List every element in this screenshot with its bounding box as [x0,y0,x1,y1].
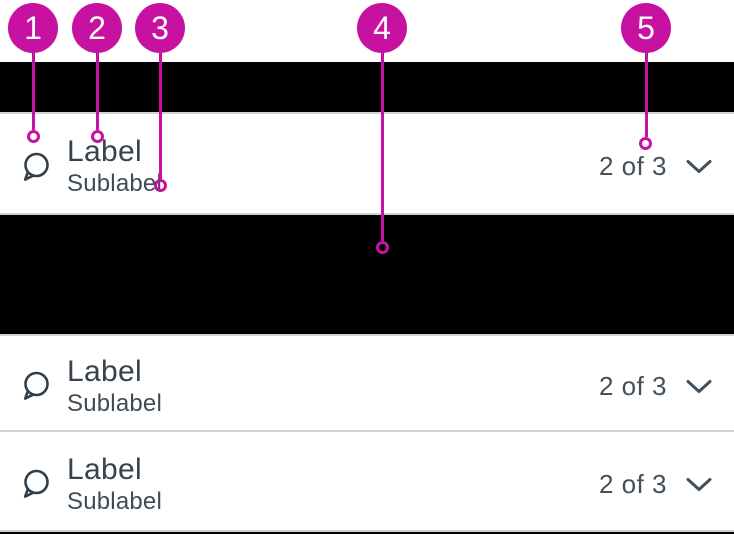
callout-1-marker [26,129,40,143]
chevron-down-icon[interactable] [686,477,712,492]
divider-line [0,334,734,336]
divider-line [0,530,734,532]
list-item-sublabel: Sublabel [67,487,163,515]
callout-2-badge: 2 [72,3,122,53]
callout-3-marker [153,178,167,192]
list-item-row[interactable]: Label Sublabel 2 of 3 [0,114,734,213]
callout-3-badge: 3 [135,3,185,53]
list-item-text: Label Sublabel [67,137,599,196]
divider-line [0,213,734,215]
pagination-count[interactable]: 2 of 3 [598,468,667,499]
expanded-content-placeholder [0,215,734,334]
list-item-label: Label [67,452,142,486]
list-item-text: Label Sublabel [67,354,599,417]
callout-1-badge: 1 [8,3,58,53]
placeholder-band-top [0,62,734,112]
callout-3-leader-line [158,53,162,179]
callout-4-marker [375,240,389,254]
callout-4-leader-line [380,53,384,241]
divider-line [0,430,734,432]
chat-bubble-icon [23,469,49,498]
callout-2-leader-line [95,53,99,130]
pagination-count[interactable]: 2 of 3 [598,151,667,181]
callout-2-marker [90,129,104,143]
pagination-count[interactable]: 2 of 3 [598,370,667,401]
list-item-sublabel: Sublabel [67,389,163,417]
callout-5-marker [638,136,652,150]
callout-5-leader-line [644,53,648,137]
placeholder-strip-bottom [0,532,734,534]
callout-5-badge: 5 [621,3,671,53]
list-item-sublabel: Sublabel [67,170,163,197]
chat-bubble-icon [23,371,49,400]
list-item-label: Label [67,354,142,388]
chevron-down-icon[interactable] [686,379,712,394]
divider-line [0,112,734,114]
chat-bubble-icon [23,152,49,181]
chevron-down-icon[interactable] [686,159,712,174]
list-item-row[interactable]: Label Sublabel 2 of 3 [0,336,734,430]
callout-1-leader-line [31,53,35,130]
list-item-text: Label Sublabel [67,452,599,515]
callout-4-badge: 4 [357,3,407,53]
list-item-row[interactable]: Label Sublabel 2 of 3 [0,432,734,530]
list-item-label: Label [67,135,142,168]
